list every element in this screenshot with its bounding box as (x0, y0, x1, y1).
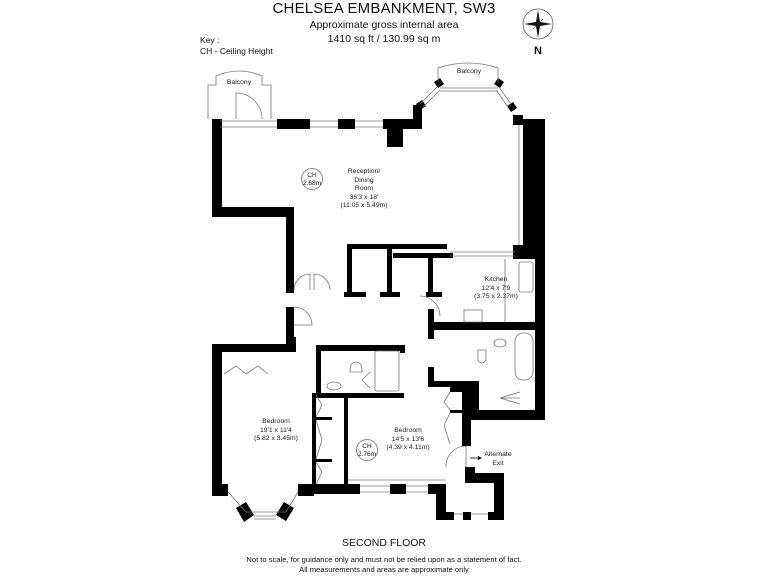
annotation-line: Exit (492, 459, 504, 467)
key-entry: CH - Ceiling Height (200, 46, 273, 56)
room-name-line: Bedroom (262, 418, 290, 425)
annotation-line: Alternate (484, 451, 512, 458)
room-dimensions-imperial: 12'4 x 7'9 (481, 284, 511, 292)
room-dimensions-metric: (4.39 x 4.11m) (386, 444, 430, 451)
ceiling-height-marker: CH 2.76m (356, 439, 378, 461)
room-name-line: Bedroom (394, 427, 422, 434)
room-label-bedroom-1: Bedroom 19'1 x 11'4 (5.82 x 3.45m) (246, 418, 306, 444)
room-dimensions-metric: (11.05 x 5.49m) (340, 202, 388, 209)
room-label-reception: Reception/ Dining Room 36'3 x 18' (11.05… (334, 168, 394, 211)
disclaimer-line: All measurements and areas are approxima… (299, 565, 469, 574)
key-heading: Key : (200, 35, 220, 45)
ch-label: CH (362, 443, 372, 450)
key-legend: Key : CH - Ceiling Height (200, 35, 273, 57)
ceiling-height-marker: CH 2.68m (301, 168, 323, 190)
compass: N (521, 8, 555, 62)
ch-value: 2.76m (357, 451, 377, 458)
room-label-bay-balcony: Balcony (456, 68, 482, 75)
north-label: N (534, 45, 542, 57)
disclaimer-line: Not to scale, for guidance only and must… (246, 555, 522, 564)
north-compass-rose-icon (522, 8, 554, 40)
alternate-exit-label: Alternate Exit (480, 451, 516, 468)
room-label-bedroom-2: Bedroom 14'5 x 13'6 (4.39 x 4.11m) (378, 427, 438, 453)
room-dimensions-imperial: 36'3 x 18' (349, 193, 379, 201)
room-dimensions-metric: (3.75 x 2.37m) (474, 293, 518, 300)
disclaimer: Not to scale, for guidance only and must… (0, 555, 768, 575)
exit-arrow-icon (470, 456, 482, 460)
room-dimensions-metric: (5.82 x 3.45m) (254, 435, 298, 442)
ch-value: 2.68m (302, 180, 322, 187)
room-name-line: Kitchen (484, 276, 508, 283)
floor-label: SECOND FLOOR (341, 537, 426, 549)
area-caption: Approximate gross internal area (309, 19, 459, 31)
room-name-line: Reception/ (347, 168, 381, 175)
gross-area-value: 1410 sq ft / 130.99 sq m (327, 33, 441, 45)
room-dimensions-imperial: 19'1 x 11'4 (260, 426, 292, 434)
room-label-balcony: Balcony (226, 79, 252, 86)
ch-label: CH (307, 172, 317, 179)
room-dimensions-imperial: 14'5 x 13'6 (391, 435, 425, 443)
plan-title: CHELSEA EMBANKMENT, SW3 (272, 0, 496, 17)
room-name-line: Room (354, 185, 374, 192)
room-name-line: Dining (354, 176, 374, 184)
room-label-kitchen: Kitchen 12'4 x 7'9 (3.75 x 2.37m) (466, 276, 526, 302)
